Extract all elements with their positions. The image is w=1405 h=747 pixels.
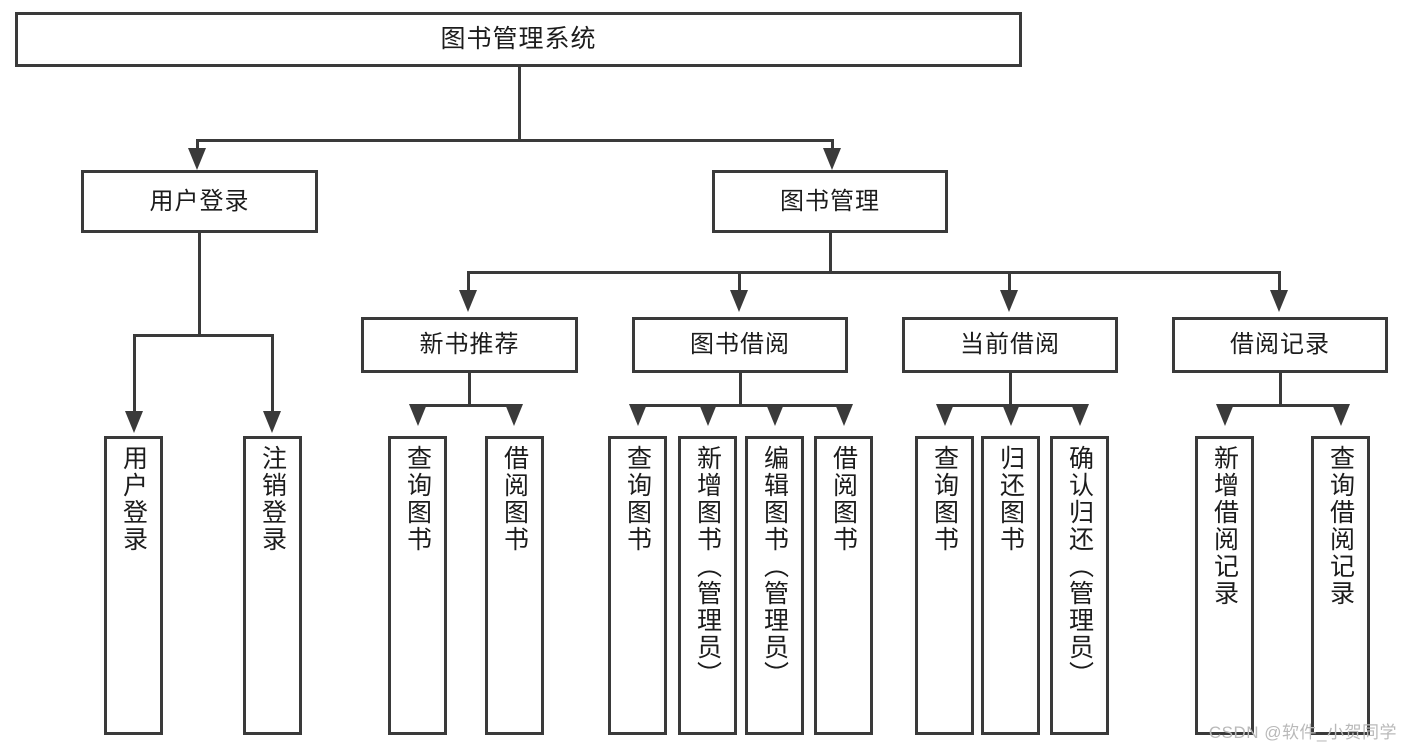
leaf-add-book-admin[interactable]: 新增图书（管理员）	[678, 436, 737, 735]
connector-book-borrow-bus	[637, 404, 844, 407]
arrowhead-book-borrow	[730, 290, 748, 312]
connector-book-borrow-stem	[739, 373, 742, 406]
connector-user-login-drop-2	[271, 334, 274, 414]
arrowhead-bb-child-4	[835, 404, 853, 426]
connector-user-login-drop-1	[133, 334, 136, 414]
arrowhead-bb-child-2	[699, 404, 717, 426]
arrowhead-cb-child-1	[936, 404, 954, 426]
arrowhead-current-borrow	[1000, 290, 1018, 312]
node-label: 图书管理系统	[440, 25, 597, 53]
connector-borrow-record-bus	[1224, 404, 1342, 407]
node-label: 图书借阅	[690, 331, 790, 358]
connector-root-to-user-login	[196, 139, 199, 151]
node-label: 查询图书	[930, 445, 959, 553]
arrowhead-user-login	[188, 148, 206, 170]
connector-new-book-bus	[417, 404, 521, 407]
arrowhead-bb-child-1	[629, 404, 647, 426]
node-user-login[interactable]: 用户登录	[81, 170, 318, 233]
arrowhead-book-management	[823, 148, 841, 170]
arrowhead-cb-child-2	[1002, 404, 1020, 426]
node-label: 查询图书	[403, 445, 432, 553]
node-label: 用户登录	[119, 445, 148, 553]
leaf-query-books-new[interactable]: 查询图书	[388, 436, 447, 735]
leaf-query-borrow-record[interactable]: 查询借阅记录	[1311, 436, 1370, 735]
arrowhead-new-book	[459, 290, 477, 312]
connector-root-stem	[518, 67, 521, 141]
leaf-borrow-books[interactable]: 借阅图书	[814, 436, 873, 735]
watermark-text: CSDN @软件_小贺同学	[1208, 723, 1397, 742]
node-label: 注销登录	[258, 445, 287, 553]
node-current-borrowing[interactable]: 当前借阅	[902, 317, 1118, 373]
arrowhead-cb-child-3	[1071, 404, 1089, 426]
node-label: 图书管理	[780, 187, 880, 215]
node-new-book-recommendation[interactable]: 新书推荐	[361, 317, 578, 373]
node-label: 新增图书（管理员）	[693, 445, 722, 688]
connector-bm-drop-2	[738, 271, 741, 293]
node-label: 查询图书	[623, 445, 652, 553]
connector-bm-drop-3	[1008, 271, 1011, 293]
node-label: 借阅图书	[829, 445, 858, 553]
connector-book-management-stem	[829, 233, 832, 273]
node-label: 查询借阅记录	[1326, 445, 1355, 607]
node-book-management[interactable]: 图书管理	[712, 170, 948, 233]
node-borrowing-record[interactable]: 借阅记录	[1172, 317, 1388, 373]
node-label: 当前借阅	[960, 331, 1060, 358]
connector-bm-drop-1	[467, 271, 470, 293]
node-label: 编辑图书（管理员）	[760, 445, 789, 688]
arrowhead-br-child-2	[1332, 404, 1350, 426]
node-book-borrowing[interactable]: 图书借阅	[632, 317, 848, 373]
connector-current-borrow-stem	[1009, 373, 1012, 406]
node-label: 借阅记录	[1230, 331, 1330, 358]
connector-root-bus	[196, 139, 834, 142]
node-label: 归还图书	[996, 445, 1025, 553]
leaf-confirm-return-admin[interactable]: 确认归还（管理员）	[1050, 436, 1109, 735]
connector-book-management-bus	[467, 271, 1281, 274]
connector-root-to-book-management	[831, 139, 834, 151]
connector-new-book-stem	[468, 373, 471, 406]
arrowhead-user-login-child-2	[263, 411, 281, 433]
arrowhead-new-book-child-2	[505, 404, 523, 426]
arrowhead-new-book-child-1	[409, 404, 427, 426]
arrowhead-borrow-record	[1270, 290, 1288, 312]
node-label: 用户登录	[149, 187, 250, 215]
arrowhead-br-child-1	[1216, 404, 1234, 426]
leaf-edit-book-admin[interactable]: 编辑图书（管理员）	[745, 436, 804, 735]
leaf-return-books[interactable]: 归还图书	[981, 436, 1040, 735]
node-label: 借阅图书	[500, 445, 529, 553]
leaf-add-borrow-record[interactable]: 新增借阅记录	[1195, 436, 1254, 735]
connector-bm-drop-4	[1278, 271, 1281, 293]
arrowhead-user-login-child-1	[125, 411, 143, 433]
leaf-logout[interactable]: 注销登录	[243, 436, 302, 735]
node-label: 新书推荐	[419, 331, 520, 358]
node-label: 新增借阅记录	[1210, 445, 1239, 607]
arrowhead-bb-child-3	[766, 404, 784, 426]
node-library-management-system[interactable]: 图书管理系统	[15, 12, 1022, 67]
leaf-borrow-books-new[interactable]: 借阅图书	[485, 436, 544, 735]
leaf-user-login[interactable]: 用户登录	[104, 436, 163, 735]
connector-borrow-record-stem	[1279, 373, 1282, 406]
connector-user-login-stem	[198, 233, 201, 336]
connector-user-login-bus	[133, 334, 273, 337]
leaf-query-books-current[interactable]: 查询图书	[915, 436, 974, 735]
leaf-query-books-borrow[interactable]: 查询图书	[608, 436, 667, 735]
node-label: 确认归还（管理员）	[1065, 445, 1094, 688]
